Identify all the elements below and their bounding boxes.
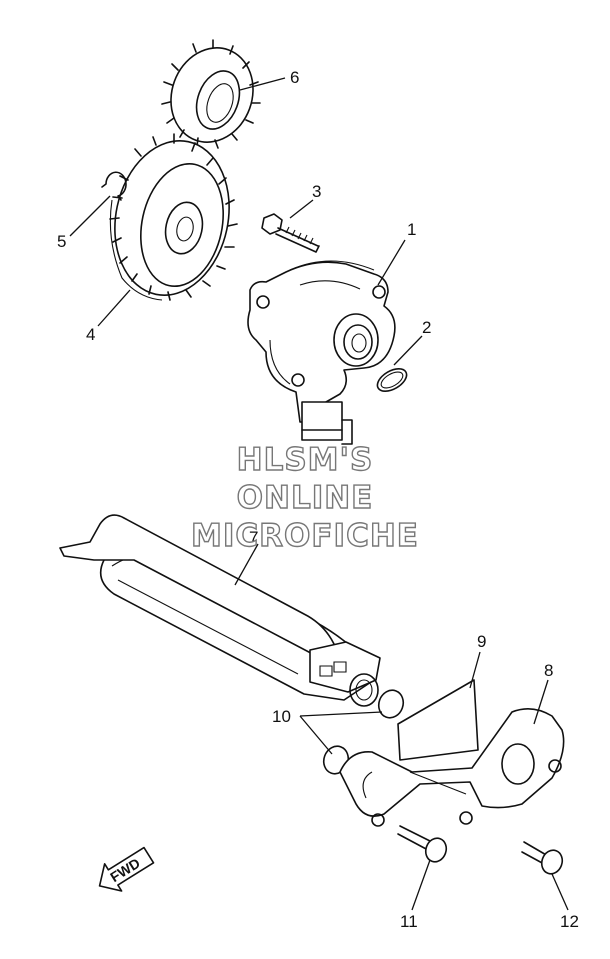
watermark-line-3: MICROFICHE xyxy=(191,518,419,554)
callout-12: 12 xyxy=(560,912,579,931)
part-11-bolt[interactable] xyxy=(397,825,450,865)
callout-10: 10 xyxy=(272,707,291,726)
part-5-circlip[interactable] xyxy=(101,171,127,201)
part-7-oil-strainer[interactable] xyxy=(59,514,381,707)
watermark-line-1: HLSM'S xyxy=(237,442,374,478)
callout-9: 9 xyxy=(477,632,486,651)
part-9-gasket[interactable] xyxy=(397,679,479,761)
callout-numbers: 1 2 3 4 5 6 7 8 9 10 11 12 xyxy=(57,68,579,931)
watermark-line-2: ONLINE xyxy=(237,480,374,516)
callout-4: 4 xyxy=(86,325,95,344)
part-2-o-ring[interactable] xyxy=(374,364,411,396)
callout-3: 3 xyxy=(312,182,321,201)
callout-leaders xyxy=(69,77,569,911)
part-12-bolt[interactable] xyxy=(521,841,566,877)
callout-11: 11 xyxy=(400,912,418,931)
callout-6: 6 xyxy=(290,68,299,87)
part-4-drive-gear[interactable] xyxy=(101,130,243,306)
part-6-driven-gear[interactable] xyxy=(158,36,266,154)
watermark: HLSM'S ONLINE MICROFICHE xyxy=(190,441,419,554)
callout-2: 2 xyxy=(422,318,431,337)
callout-5: 5 xyxy=(57,232,66,251)
callout-7: 7 xyxy=(249,528,258,547)
part-8-oil-pipe[interactable] xyxy=(339,708,565,827)
callout-1: 1 xyxy=(407,220,416,239)
part-3-bolt[interactable] xyxy=(261,213,320,253)
forward-direction-arrow: FWD xyxy=(98,846,155,892)
part-1-oil-pump-assembly[interactable] xyxy=(247,260,396,445)
callout-8: 8 xyxy=(544,661,553,680)
